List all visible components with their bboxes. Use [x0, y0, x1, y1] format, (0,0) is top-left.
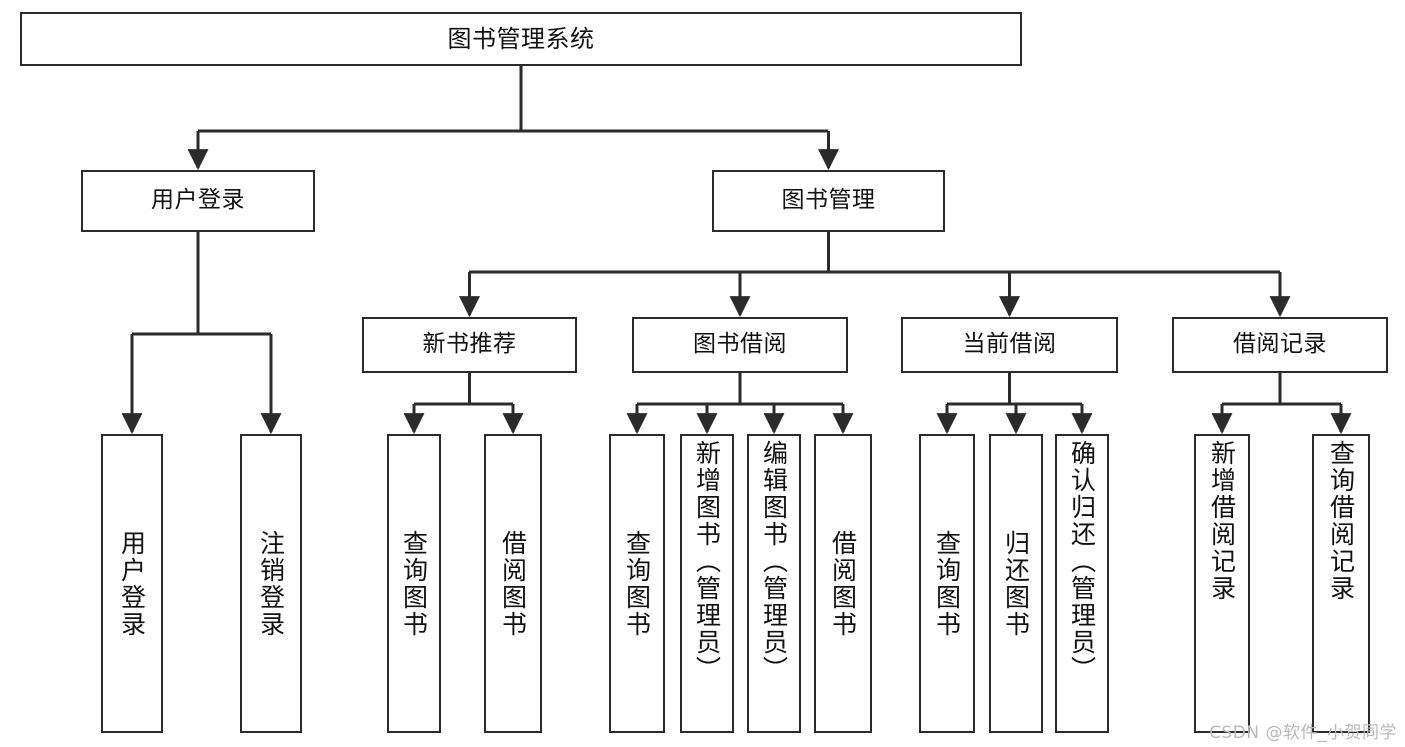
node-l2b[interactable]: 图书管理	[712, 170, 945, 232]
node-label: 查询图书	[932, 529, 962, 638]
node-label: 借阅图书	[828, 529, 858, 638]
node-label: 编辑图书（管理员）	[759, 440, 789, 683]
node-label: 借阅图书	[498, 529, 528, 638]
node-leaf11[interactable]: 确认归还（管理员）	[1055, 434, 1109, 733]
node-leaf10[interactable]: 归还图书	[989, 434, 1043, 733]
node-label: 借阅记录	[1233, 331, 1327, 358]
node-leaf01[interactable]: 用户登录	[101, 434, 163, 733]
node-leaf09[interactable]: 查询图书	[919, 434, 975, 733]
node-label: 新书推荐	[422, 331, 517, 358]
node-label: 图书借阅	[693, 331, 787, 358]
node-label: 确认归还（管理员）	[1067, 440, 1097, 683]
node-label: 查询借阅记录	[1326, 440, 1356, 602]
node-label: 注销登录	[256, 529, 286, 638]
node-label: 新增图书（管理员）	[692, 440, 722, 683]
node-leaf03[interactable]: 查询图书	[387, 434, 441, 733]
node-leaf05[interactable]: 查询图书	[609, 434, 665, 733]
watermark-label: CSDN @软件_小贺同学	[1209, 723, 1397, 743]
node-l3d[interactable]: 借阅记录	[1172, 317, 1388, 373]
node-label: 当前借阅	[962, 331, 1057, 358]
node-label: 图书管理	[781, 187, 876, 214]
node-leaf02[interactable]: 注销登录	[240, 434, 302, 733]
node-label: 查询图书	[622, 529, 652, 638]
node-label: 用户登录	[151, 187, 245, 214]
node-l3b[interactable]: 图书借阅	[632, 317, 848, 373]
node-leaf13[interactable]: 查询借阅记录	[1312, 434, 1370, 733]
node-leaf12[interactable]: 新增借阅记录	[1194, 434, 1250, 733]
node-leaf04[interactable]: 借阅图书	[484, 434, 542, 733]
node-label: 图书管理系统	[447, 24, 595, 53]
node-l2a[interactable]: 用户登录	[81, 170, 315, 232]
node-label: 归还图书	[1001, 529, 1031, 638]
node-l3a[interactable]: 新书推荐	[362, 317, 577, 373]
node-leaf06[interactable]: 新增图书（管理员）	[680, 434, 734, 733]
node-label: 用户登录	[117, 529, 147, 638]
node-label: 新增借阅记录	[1207, 440, 1237, 602]
node-root[interactable]: 图书管理系统	[20, 12, 1022, 66]
node-l3c[interactable]: 当前借阅	[901, 317, 1118, 373]
node-label: 查询图书	[399, 529, 429, 638]
node-leaf08[interactable]: 借阅图书	[814, 434, 872, 733]
node-leaf07[interactable]: 编辑图书（管理员）	[747, 434, 801, 733]
edge-group	[121, 66, 1352, 435]
